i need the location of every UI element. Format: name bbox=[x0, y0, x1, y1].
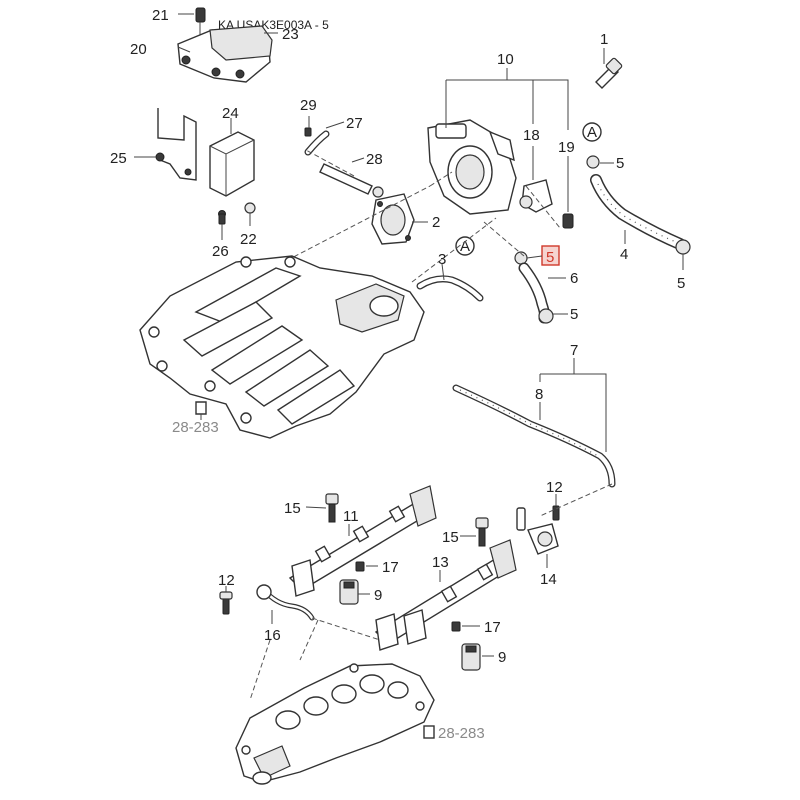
small-hose-27[interactable] bbox=[304, 130, 330, 156]
bolt-19[interactable] bbox=[562, 213, 574, 229]
bolt-15-right[interactable] bbox=[475, 517, 489, 547]
page-ref-lower-manifold[interactable]: 28-283 bbox=[438, 725, 485, 742]
fuel-line-16[interactable] bbox=[256, 584, 315, 621]
callout-24: 24 bbox=[222, 105, 239, 122]
callout-9-upper: 9 bbox=[374, 587, 382, 604]
marker-a-left-circle bbox=[455, 236, 475, 256]
bolt-12-left[interactable] bbox=[219, 591, 233, 615]
throttle-body[interactable] bbox=[427, 119, 517, 215]
callout-7: 7 bbox=[570, 342, 578, 359]
callout-13: 13 bbox=[432, 554, 449, 571]
callout-9-lower: 9 bbox=[498, 649, 506, 666]
callout-5-highlighted[interactable]: 5 bbox=[546, 249, 554, 266]
callout-2: 2 bbox=[432, 214, 440, 231]
marker-a-right: A bbox=[587, 124, 597, 141]
clamp-5-top[interactable] bbox=[586, 155, 600, 169]
callout-27: 27 bbox=[346, 115, 363, 132]
callout-3: 3 bbox=[438, 251, 446, 268]
fuel-rail-11[interactable] bbox=[288, 485, 437, 597]
marker-a-right-circle bbox=[582, 122, 602, 142]
pcv-rod-28[interactable] bbox=[319, 163, 384, 198]
highlight-box[interactable] bbox=[541, 245, 560, 266]
callout-23: 23 bbox=[282, 26, 299, 43]
callout-22: 22 bbox=[240, 231, 257, 248]
clamp-5-lower[interactable] bbox=[538, 308, 554, 324]
callout-26: 26 bbox=[212, 243, 229, 260]
page-ref-upper-manifold[interactable]: 28-283 bbox=[172, 419, 219, 436]
callout-1: 1 bbox=[600, 31, 608, 48]
bolt-21[interactable] bbox=[195, 7, 206, 23]
callout-16: 16 bbox=[264, 627, 281, 644]
callout-12-left: 12 bbox=[218, 572, 235, 589]
callout-labels: 1 2 3 4 5 5 5 6 5 7 8 9 9 10 11 12 12 13… bbox=[110, 7, 685, 666]
callout-14: 14 bbox=[540, 571, 557, 588]
fuel-rail-13[interactable] bbox=[374, 539, 517, 651]
callout-19: 19 bbox=[558, 139, 575, 156]
callout-15-right: 15 bbox=[442, 529, 459, 546]
callout-20: 20 bbox=[130, 41, 147, 58]
callout-17-upper: 17 bbox=[382, 559, 399, 576]
callout-25: 25 bbox=[110, 150, 127, 167]
callout-15-left: 15 bbox=[284, 500, 301, 517]
injector-9-lower[interactable] bbox=[461, 643, 481, 671]
sensor-18[interactable] bbox=[519, 179, 553, 213]
callout-6: 6 bbox=[570, 270, 578, 287]
upper-intake-manifold[interactable] bbox=[139, 255, 425, 439]
gasket-2[interactable] bbox=[371, 193, 415, 245]
callout-5-throttle: 5 bbox=[616, 155, 624, 172]
bolt-1[interactable] bbox=[595, 57, 623, 89]
callout-21: 21 bbox=[152, 7, 169, 24]
callout-29: 29 bbox=[300, 97, 317, 114]
lower-intake-manifold[interactable] bbox=[235, 663, 435, 785]
module-23[interactable] bbox=[209, 25, 273, 61]
callout-10: 10 bbox=[497, 51, 514, 68]
callout-5-hose-bottom: 5 bbox=[677, 275, 685, 292]
callout-4: 4 bbox=[620, 246, 628, 263]
vacuum-hose-8[interactable] bbox=[452, 384, 616, 488]
ecu-bracket-assembly bbox=[155, 108, 256, 225]
callout-5-hose-lower: 5 bbox=[570, 306, 578, 323]
nut-22[interactable] bbox=[244, 202, 256, 214]
injector-9-upper[interactable] bbox=[339, 579, 359, 605]
marker-a-left: A bbox=[460, 238, 470, 255]
ecu-24[interactable] bbox=[209, 131, 255, 197]
callout-17-lower: 17 bbox=[484, 619, 501, 636]
bolt-15-left[interactable] bbox=[325, 493, 339, 523]
hose-3[interactable] bbox=[416, 275, 484, 302]
clamp-5-bottom[interactable] bbox=[675, 239, 691, 255]
bracket-25[interactable] bbox=[157, 108, 197, 181]
callout-11: 11 bbox=[343, 508, 359, 525]
water-hose-4[interactable] bbox=[590, 174, 686, 250]
clip-17-lower[interactable] bbox=[451, 621, 461, 632]
callout-28: 28 bbox=[366, 151, 383, 168]
callout-8: 8 bbox=[535, 386, 543, 403]
callout-18: 18 bbox=[523, 127, 540, 144]
clip-17-upper[interactable] bbox=[355, 561, 365, 572]
clip-29[interactable] bbox=[304, 127, 312, 137]
pressure-regulator-14[interactable] bbox=[516, 507, 559, 555]
callout-12-right: 12 bbox=[546, 479, 563, 496]
bracket-assembly bbox=[177, 7, 273, 83]
